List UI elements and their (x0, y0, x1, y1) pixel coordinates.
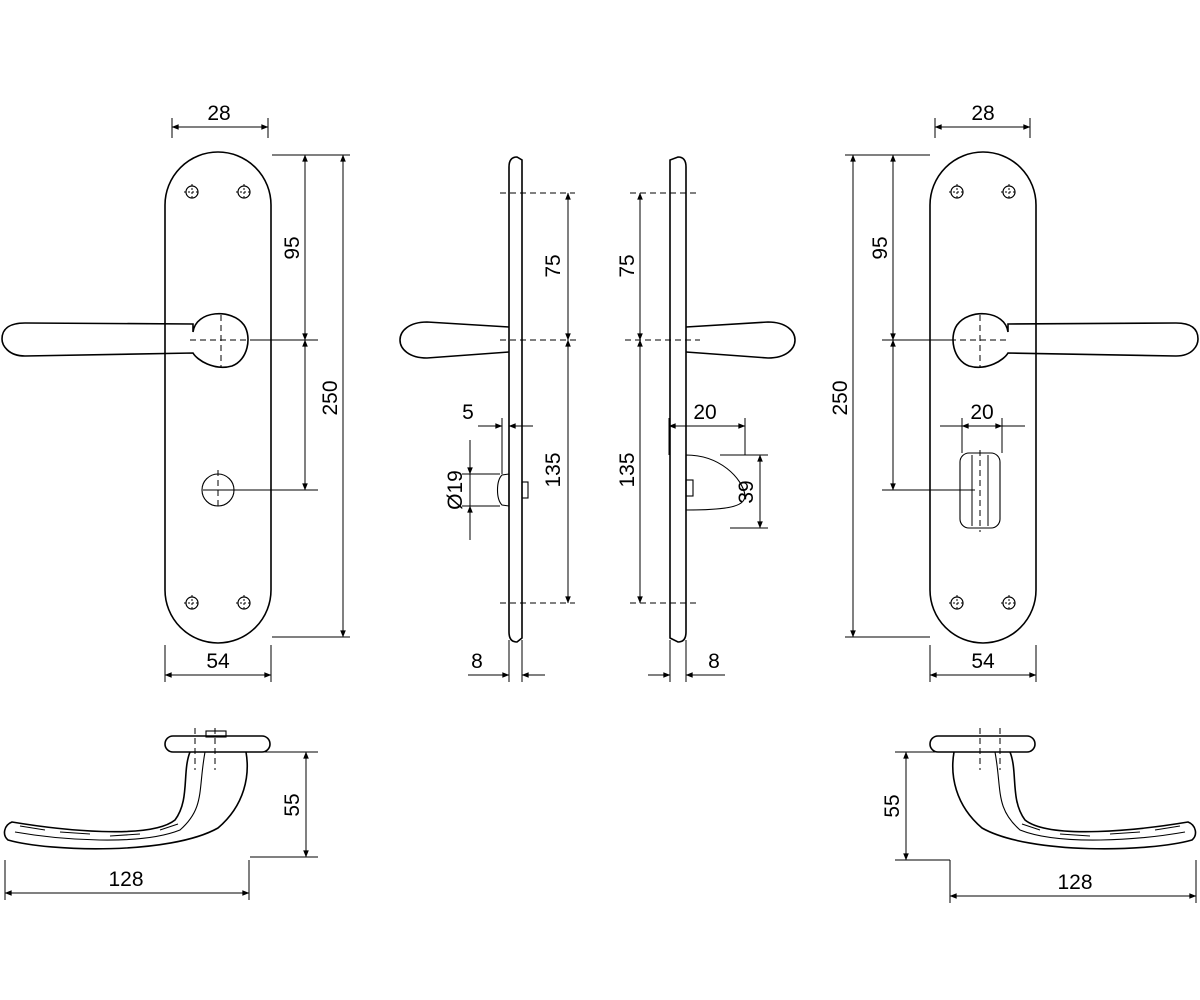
top-view-left: 55 128 (3, 728, 318, 900)
dim-height-total: 250 (319, 380, 342, 415)
dim-diameter: Ø19 (444, 470, 467, 510)
top-view-right: 55 128 (881, 728, 1197, 903)
turn-knob-profile (685, 454, 746, 511)
dim-thickness: 8 (471, 650, 483, 673)
dim-depth: 55 (881, 794, 904, 817)
lever-handle (1, 312, 249, 368)
side-view-left: 75 135 5 Ø19 8 (399, 156, 580, 682)
dim-height-upper: 95 (869, 236, 892, 259)
front-view-right: 28 95 250 20 54 (829, 102, 1199, 682)
dim-height-total: 250 (829, 380, 852, 415)
dim-plate-width-top: 28 (971, 102, 994, 125)
dim-width-turn: 20 (693, 401, 716, 424)
rose-profile (164, 735, 271, 753)
dim-length: 128 (108, 868, 143, 891)
dim-width-turn: 20 (970, 401, 993, 424)
screw-holes (948, 183, 1018, 612)
screw-holes (183, 183, 253, 612)
dim-depth: 55 (281, 793, 304, 816)
dim-offset-small: 5 (462, 401, 474, 424)
lever-curve (3, 751, 249, 850)
dim-length: 128 (1057, 871, 1092, 894)
rose-profile (929, 735, 1036, 753)
backplate-outline (929, 151, 1037, 644)
lever-profile (685, 321, 796, 359)
side-view-right: 75 135 20 39 8 (616, 156, 796, 682)
plate-profile (669, 156, 687, 643)
turn-knob-profile (496, 473, 510, 507)
dim-height-upper: 75 (616, 254, 639, 277)
dim-plate-width-bottom: 54 (971, 650, 995, 673)
lever-profile (399, 321, 510, 359)
front-view-left: 28 95 250 54 (1, 102, 350, 682)
dim-height-lower: 135 (616, 452, 639, 487)
backplate-outline (164, 151, 272, 644)
dim-plate-width-bottom: 54 (206, 650, 230, 673)
lever-handle (952, 312, 1199, 368)
dim-thickness: 8 (708, 650, 720, 673)
privacy-turn (201, 470, 235, 510)
lever-curve (951, 751, 1197, 850)
privacy-turn (959, 450, 1001, 532)
dim-plate-width-top: 28 (207, 102, 230, 125)
dim-height-upper: 95 (281, 236, 304, 259)
plate-profile (508, 156, 523, 643)
dim-height-lower: 135 (542, 452, 565, 487)
dim-height-turn: 39 (735, 480, 758, 503)
dim-height-upper: 75 (542, 254, 565, 277)
